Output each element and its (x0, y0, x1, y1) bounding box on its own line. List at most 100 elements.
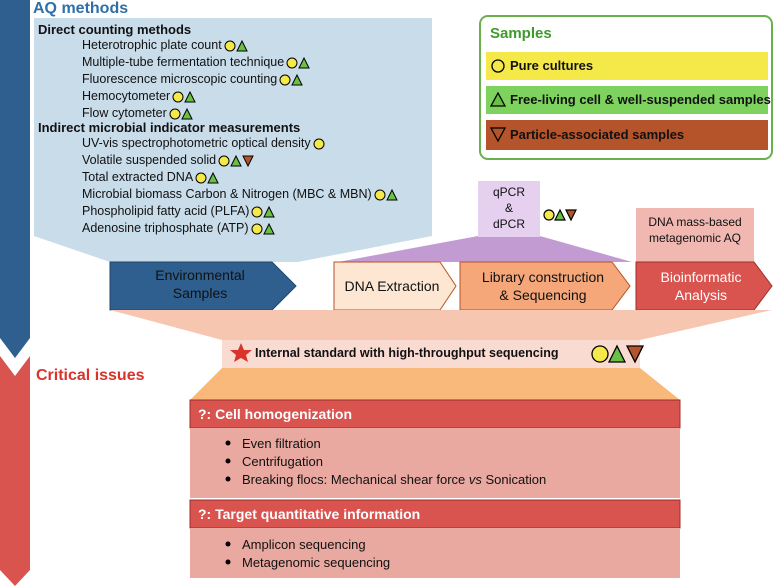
method-item: Flow cytometer (82, 106, 193, 120)
method-item: Volatile suspended solid (82, 153, 254, 167)
triangle-icon (230, 154, 242, 167)
bullet-icon (225, 458, 231, 464)
method-item: Fluorescence microscopic counting (82, 72, 304, 86)
triangle-icon (291, 73, 304, 86)
circle-icon (251, 223, 263, 235)
issue-1-bullet-1: Even filtration (242, 436, 321, 451)
critical-issues-title: Critical issues (36, 367, 145, 384)
triangle-icon (489, 91, 507, 107)
samples-pure-label: Pure cultures (510, 58, 594, 73)
method-label: Flow cytometer (82, 106, 167, 120)
down-triangle-icon (565, 209, 577, 222)
circle-icon (279, 74, 291, 86)
bullet-icon (225, 476, 231, 482)
triangle-icon (262, 222, 275, 235)
pipeline-funnel (110, 310, 772, 340)
aq-methods-title: AQ methods (33, 0, 129, 17)
bullet-icon (225, 440, 231, 446)
samples-particle-label: Particle-associated samples (510, 127, 685, 142)
down-triangle-icon (489, 127, 507, 143)
method-label: Microbial biomass Carbon & Nitrogen (MBC… (82, 187, 372, 201)
aq-methods-arrow (0, 0, 30, 358)
down-triangle-icon (625, 345, 645, 364)
issue-1-bullet-3-suffix: Sonication (481, 472, 547, 487)
circle-icon (543, 209, 555, 221)
circle-icon (374, 189, 386, 201)
qpcr-box (478, 181, 540, 237)
environmental-samples-arrow (109, 261, 297, 311)
issue-1-bullet-3-vs: vs (468, 472, 482, 487)
down-triangle-icon (242, 155, 254, 167)
triangle-icon (180, 107, 193, 120)
dna-mass-box (636, 208, 754, 262)
internal-standard-label: Internal standard with high-throughput s… (255, 346, 559, 360)
triangle-icon (263, 205, 276, 218)
library-label: Library construction & Sequencing (481, 269, 605, 303)
issue-1-bullet-3: Breaking flocs: Mechanical shear force v… (242, 472, 546, 487)
triangle-icon (385, 188, 398, 201)
method-label: Multiple-tube fermentation technique (82, 55, 285, 69)
samples-free-bg (486, 86, 768, 114)
issue-2-header: ?: Target quantitative information (198, 506, 421, 522)
internal-standard-band (222, 340, 640, 368)
issue-2-bullet-2: Metagenomic sequencing (242, 555, 391, 570)
methods-panel (34, 18, 432, 236)
direct-counting-heading: Direct counting methods (38, 22, 192, 37)
library-arrow (459, 261, 631, 311)
samples-free-label: Free-living cell & well-suspended sample… (510, 92, 771, 107)
issue-1-body-bg (190, 428, 680, 498)
dna-extraction-label: DNA Extraction (344, 278, 440, 294)
bullet-icon (225, 541, 231, 547)
dna-mass-label: DNA mass-based metagenomic AQ (648, 215, 742, 245)
method-item: Multiple-tube fermentation technique (82, 55, 311, 69)
issue-2-header-bg (189, 499, 681, 529)
method-item: Total extracted DNA (82, 170, 219, 184)
method-item: Heterotrophic plate count (82, 38, 248, 52)
issue-1-bullet-3-prefix: Breaking flocs: Mechanical shear force (242, 472, 469, 487)
circle-icon (172, 91, 184, 103)
samples-pure-bg (486, 52, 768, 80)
environmental-samples-label: Environmental Samples (155, 267, 245, 301)
triangle-icon (607, 344, 627, 363)
circle-icon (313, 138, 325, 150)
circle-icon (169, 108, 181, 120)
method-label: Adenosine triphosphate (ATP) (82, 221, 249, 235)
triangle-icon (235, 39, 248, 52)
dna-extraction-arrow (333, 261, 457, 311)
qpcr-label: qPCR & dPCR (492, 185, 525, 231)
bullet-icon (225, 559, 231, 565)
bioinformatic-arrow (635, 261, 773, 311)
circle-icon (224, 40, 236, 52)
circle-icon (218, 155, 230, 167)
method-item: UV-vis spectrophotometric optical densit… (82, 136, 325, 150)
issue-2-bullet-1: Amplicon sequencing (242, 537, 366, 552)
triangle-icon (184, 90, 197, 103)
method-label: Volatile suspended solid (82, 153, 217, 167)
triangle-icon (554, 208, 566, 221)
methods-funnel (34, 236, 432, 262)
circle-icon (286, 57, 298, 69)
method-item: Adenosine triphosphate (ATP) (82, 221, 275, 235)
samples-particle-bg (486, 120, 768, 150)
indirect-heading: Indirect microbial indicator measurement… (38, 120, 301, 135)
issues-funnel (190, 368, 680, 400)
critical-issues-arrow (0, 356, 30, 586)
issue-1-header-bg (189, 399, 681, 429)
method-label: Hemocytometer (82, 89, 171, 103)
samples-title: Samples (490, 25, 552, 42)
bioinformatic-label: Bioinformatic Analysis (660, 269, 742, 303)
triangle-icon (207, 171, 219, 184)
method-label: Fluorescence microscopic counting (82, 72, 278, 86)
issue-1-header: ?: Cell homogenization (198, 406, 352, 422)
circle-icon (491, 59, 505, 73)
circle-icon (195, 172, 207, 184)
triangle-icon (298, 56, 311, 69)
method-item: Microbial biomass Carbon & Nitrogen (MBC… (82, 187, 398, 201)
star-icon (230, 343, 252, 362)
method-label: UV-vis spectrophotometric optical densit… (82, 136, 311, 150)
circle-icon (591, 345, 609, 363)
method-label: Total extracted DNA (82, 170, 194, 184)
issue-1-bullet-2: Centrifugation (242, 454, 323, 469)
method-label: Heterotrophic plate count (82, 38, 222, 52)
